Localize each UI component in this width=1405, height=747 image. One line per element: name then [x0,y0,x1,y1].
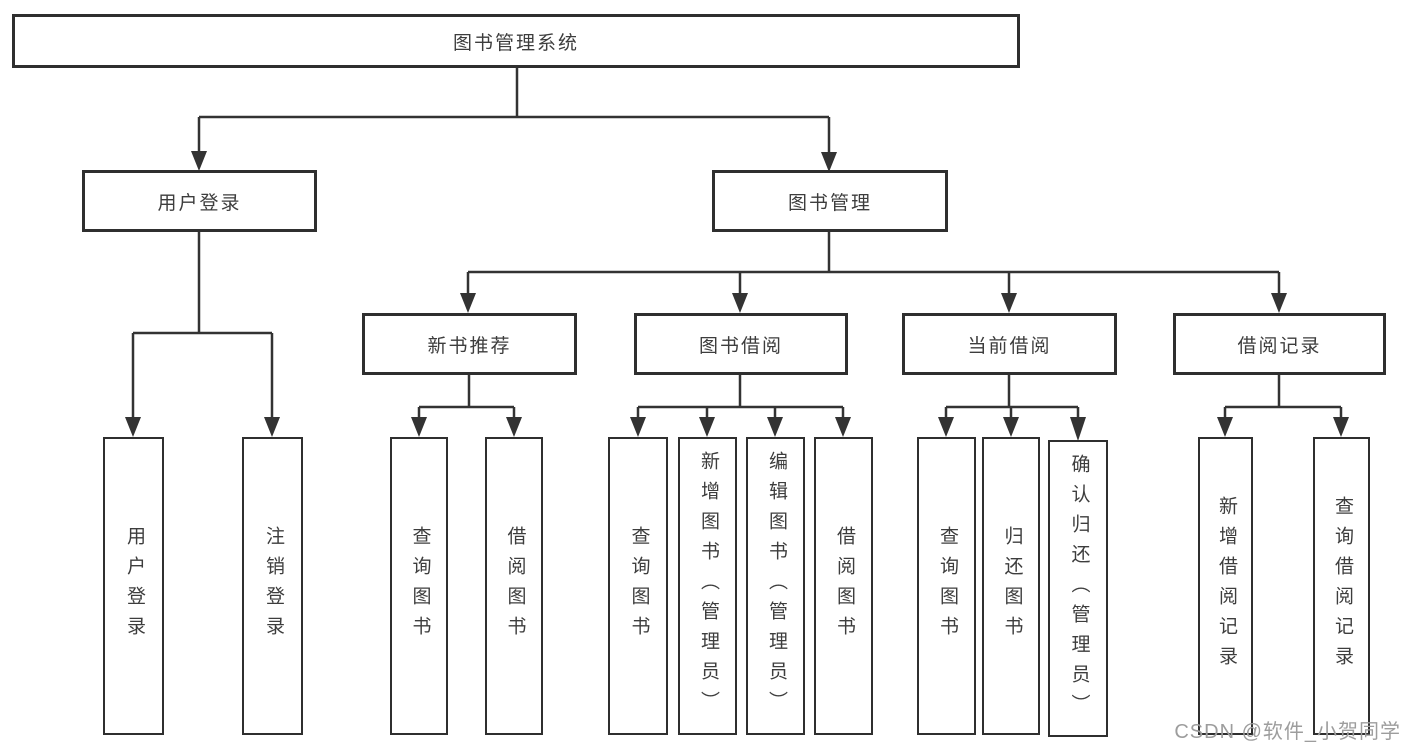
node-label: 借阅图书 [833,526,855,646]
connector-root [197,68,831,156]
node-user-login: 用户登录 [82,170,317,232]
connector-new-book [417,375,516,421]
connector-current-borrow [944,375,1080,421]
node-query-borrow-record: 查询借阅记录 [1313,437,1370,735]
node-borrow-books-recommend: 借阅图书 [485,437,543,735]
node-logout: 注销登录 [242,437,303,735]
node-edit-books-admin: 编辑图书（管理员） [746,437,805,735]
node-new-book-recommend: 新书推荐 [362,313,577,375]
node-label: 注销登录 [262,526,284,646]
node-user-login-leaf: 用户登录 [103,437,164,735]
node-label: 新增借阅记录 [1215,496,1237,676]
connector-book-borrow [636,375,845,421]
node-root: 图书管理系统 [12,14,1020,68]
node-label: 用户登录 [123,526,145,646]
node-query-books-borrow: 查询图书 [608,437,668,735]
node-add-borrow-record: 新增借阅记录 [1198,437,1253,735]
node-label: 新增图书（管理员） [697,451,719,721]
connector-borrow-records [1223,375,1343,421]
connector-book-management [466,232,1281,297]
node-borrowing-records: 借阅记录 [1173,313,1386,375]
node-confirm-return-admin: 确认归还（管理员） [1048,440,1108,737]
node-book-borrowing: 图书借阅 [634,313,848,375]
node-label: 查询图书 [409,526,431,646]
node-query-books-recommend: 查询图书 [390,437,448,735]
node-return-books: 归还图书 [982,437,1040,735]
node-label: 查询借阅记录 [1331,496,1353,676]
node-current-borrowing: 当前借阅 [902,313,1117,375]
node-add-books-admin: 新增图书（管理员） [678,437,737,735]
connector-user-login [131,232,274,421]
node-book-management: 图书管理 [712,170,948,232]
node-label: 借阅图书 [504,526,526,646]
csdn-watermark: CSDN @软件_小贺同学 [1174,721,1401,743]
node-label: 归还图书 [1001,526,1023,646]
node-label: 确认归还（管理员） [1068,453,1090,724]
node-label: 编辑图书（管理员） [765,451,787,721]
node-query-books-current: 查询图书 [917,437,976,735]
node-label: 查询图书 [628,526,650,646]
node-label: 查询图书 [936,526,958,646]
node-borrow-books: 借阅图书 [814,437,873,735]
